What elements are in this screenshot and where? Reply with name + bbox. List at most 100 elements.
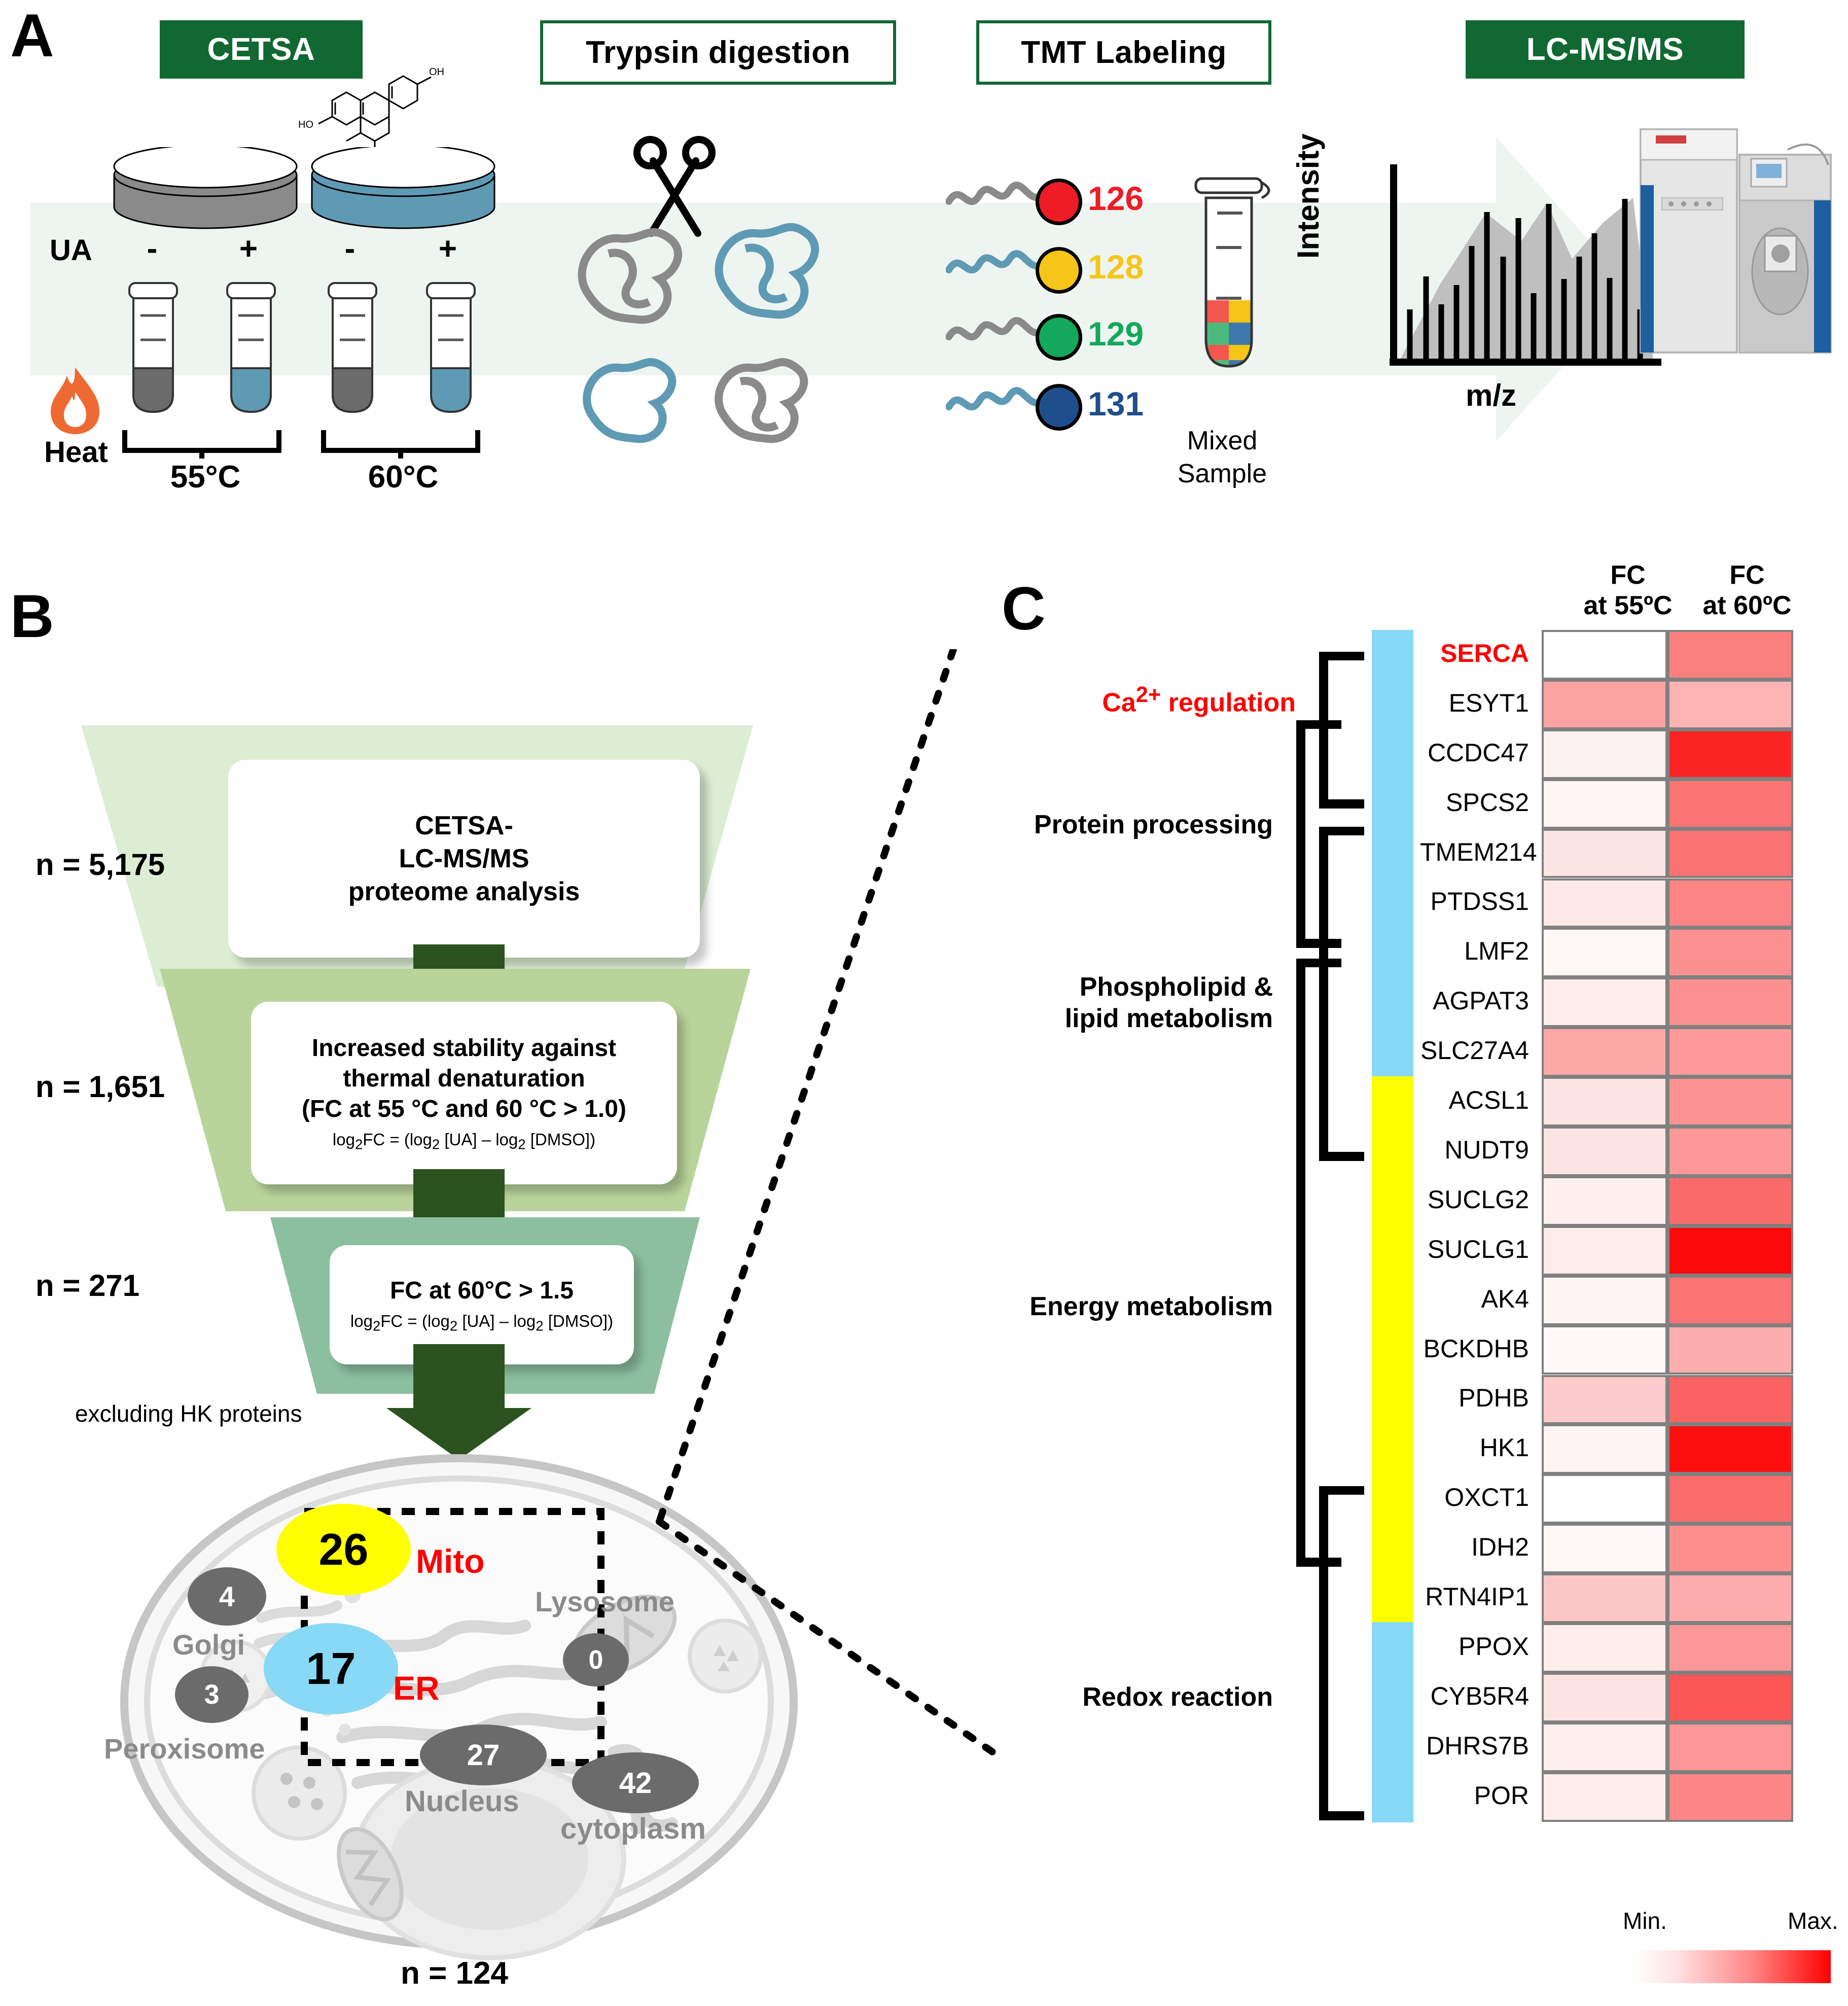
organelle-count-lysosome: 0 (563, 1633, 629, 1686)
tmt-number-126: 126 (1088, 180, 1144, 217)
legend-max-label: Max. (1788, 1908, 1838, 1934)
flame-icon (51, 367, 99, 434)
culture-dish-control (113, 147, 298, 229)
header-tmt-labeling: TMT Labeling (976, 20, 1271, 85)
gene-label-agpat3: AGPAT3 (1433, 987, 1529, 1015)
side-band-mito (1372, 1076, 1413, 1622)
gene-label-tmem214: TMEM214 (1420, 837, 1537, 866)
gene-label-spcs2: SPCS2 (1446, 788, 1529, 817)
heatmap-cell-lmf2-col1 (1542, 928, 1667, 978)
heatmap-cell-suclg2-col1 (1542, 1176, 1667, 1226)
tmt-number-128: 128 (1088, 248, 1144, 286)
heatmap-cell-pdhb-col1 (1542, 1375, 1667, 1425)
heatmap-cell-hk1-col1 (1542, 1424, 1667, 1474)
header-cetsa: CETSA (160, 20, 363, 79)
heatmap-cell-cyb5r4-col2 (1667, 1672, 1793, 1722)
tmt-dot-126 (1036, 179, 1082, 225)
heatmap-cell-hk1-col2 (1667, 1424, 1793, 1474)
tmt-peptide-131 (946, 387, 1042, 411)
protein-blob-blue-1 (715, 223, 820, 319)
gene-label-rtn4ip1: RTN4IP1 (1425, 1582, 1529, 1611)
heatmap-cell-pdhb-col2 (1667, 1375, 1793, 1425)
gene-label-ccdc47: CCDC47 (1427, 738, 1529, 767)
temp-bracket-55 (122, 430, 281, 459)
gene-label-ppox: PPOX (1459, 1632, 1529, 1661)
sign-minus-60: - (344, 231, 356, 266)
tmt-number-131: 131 (1088, 385, 1144, 423)
funnel-box-3-formula: log2FC = (log2 [UA] – log2 [DMSO]) (350, 1311, 614, 1334)
zoom-guide-lines (656, 649, 1008, 1764)
column-header-55-line1: FC (1610, 560, 1646, 590)
heatmap-cell-rtn4ip1-col2 (1667, 1573, 1793, 1623)
funnel-arrow-3 (386, 1344, 531, 1460)
mass-spectrometer-icon (1640, 128, 1832, 354)
heatmap-cell-ak4-col2 (1667, 1275, 1793, 1325)
organelle-label-lysosome: Lysosome (535, 1586, 674, 1617)
gene-label-ptdss1: PTDSS1 (1430, 887, 1529, 916)
panel-b-n-bottom: n = 124 (401, 1956, 508, 1991)
legend-color-bar (1633, 1950, 1831, 1983)
funnel-box-3-line1: FC at 60°C > 1.5 (389, 1277, 574, 1304)
sign-minus-55: - (147, 231, 158, 266)
funnel-box-2-formula: log2FC = (log2 [UA] – log2 [DMSO]) (332, 1130, 596, 1152)
heatmap-cell-lmf2-col2 (1667, 928, 1793, 978)
gene-label-serca: SERCA (1440, 639, 1529, 667)
funnel-box-1-line1: CETSA- (415, 811, 513, 840)
heatmap-cell-idh2-col2 (1667, 1524, 1793, 1574)
heatmap-cell-serca-col2 (1667, 630, 1793, 680)
funnel-box-1: CETSA- LC-MS/MS proteome analysis (228, 760, 700, 958)
heatmap-cell-dhrs7b-col1 (1542, 1722, 1667, 1772)
gene-label-acsl1: ACSL1 (1448, 1086, 1529, 1115)
column-header-55-line2: at 55ºC (1583, 590, 1673, 620)
group-label-redox-reaction: Redox reaction (1082, 1682, 1273, 1712)
gene-label-dhrs7b: DHRS7B (1426, 1731, 1529, 1760)
bracket-phospholipid (1319, 827, 1364, 1161)
heatmap-cell-bckdhb-col2 (1667, 1325, 1793, 1375)
panel-b-letter: B (10, 582, 54, 650)
heatmap-cell-ppox-col1 (1542, 1623, 1667, 1673)
funnel-n-label-3: n = 271 (35, 1269, 140, 1303)
funnel-box-2: Increased stability against thermal dena… (251, 1002, 677, 1184)
heatmap-cell-suclg1-col2 (1667, 1225, 1793, 1276)
heatmap-cell-esyt1-col2 (1667, 679, 1793, 729)
temp-bracket-60 (321, 430, 480, 459)
column-header-55: FC at 55ºC (1552, 560, 1704, 621)
bracket-ca-regulation (1319, 652, 1364, 808)
heatmap-cell-ppox-col2 (1667, 1623, 1793, 1673)
tube-minus-60 (328, 282, 377, 413)
heatmap-cell-nudt9-col1 (1542, 1127, 1667, 1176)
funnel-box-2-line1: Increased stability against (311, 1035, 617, 1062)
heatmap-cell-agpat3-col1 (1542, 977, 1667, 1028)
sign-plus-55: + (239, 231, 258, 266)
legend-min-label: Min. (1623, 1908, 1667, 1934)
funnel-box-1-line2: LC-MS/MS (399, 843, 529, 873)
heatmap-cell-oxct1-col2 (1667, 1474, 1793, 1524)
funnel-box-1-line3: proteome analysis (348, 876, 580, 906)
heatmap-cell-agpat3-col2 (1667, 977, 1793, 1028)
tmt-peptide-129 (946, 317, 1042, 341)
panel-c-letter: C (1002, 575, 1046, 643)
tmt-dot-128 (1036, 247, 1082, 294)
side-band-er-bottom (1372, 1622, 1413, 1822)
gene-label-slc27a4: SLC27A4 (1420, 1036, 1529, 1065)
gene-label-ak4: AK4 (1481, 1284, 1529, 1313)
culture-dish-treated (311, 147, 495, 229)
organelle-count-nucleus: 27 (420, 1725, 547, 1785)
heatmap-cell-spcs2-col1 (1542, 779, 1667, 829)
organelle-count-cytoplasm: 42 (572, 1752, 699, 1813)
organelle-count-golgi: 4 (188, 1567, 266, 1626)
oh-label: OH (429, 66, 444, 78)
heatmap-cell-ccdc47-col2 (1667, 729, 1793, 779)
column-header-60-line1: FC (1729, 560, 1765, 590)
gene-label-suclg2: SUCLG2 (1427, 1185, 1529, 1214)
gene-label-nudt9: NUDT9 (1444, 1135, 1529, 1164)
organelle-count-er: 17 (264, 1623, 398, 1714)
heatmap-cell-acsl1-col1 (1542, 1077, 1667, 1127)
funnel-n-label-2: n = 1,651 (35, 1070, 165, 1104)
heatmap-cell-rtn4ip1-col1 (1542, 1573, 1667, 1623)
organelle-count-mito: 26 (276, 1504, 411, 1595)
group-label-energy-metabolism: Energy metabolism (1029, 1292, 1273, 1321)
heatmap-cell-tmem214-col1 (1542, 828, 1667, 878)
side-band-er-top (1372, 630, 1413, 1076)
heatmap-cell-ptdss1-col2 (1667, 878, 1793, 928)
